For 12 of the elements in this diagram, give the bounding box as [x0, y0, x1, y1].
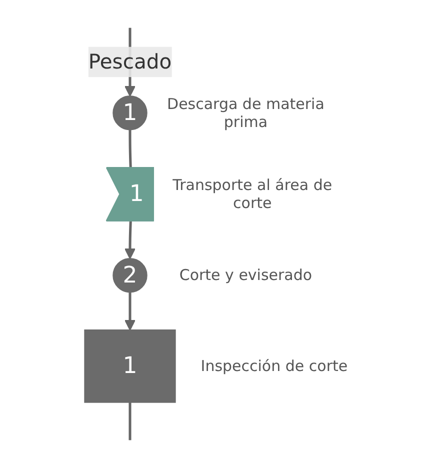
node-circle: 2 — [112, 258, 148, 293]
step-description: Inspección de corte — [200, 357, 349, 376]
step-description: Descarga de materia prima — [166, 94, 326, 131]
node-box: 1 — [84, 329, 176, 403]
node-circle: 1 — [112, 96, 148, 130]
arrow — [124, 221, 136, 260]
edge-label: Pescado — [88, 49, 172, 74]
arrow — [124, 292, 136, 331]
connector — [128, 130, 132, 168]
connector — [128, 402, 132, 440]
step-description: Transporte al área de corte — [172, 176, 334, 212]
step-description: Corte y eviserado — [178, 266, 314, 284]
